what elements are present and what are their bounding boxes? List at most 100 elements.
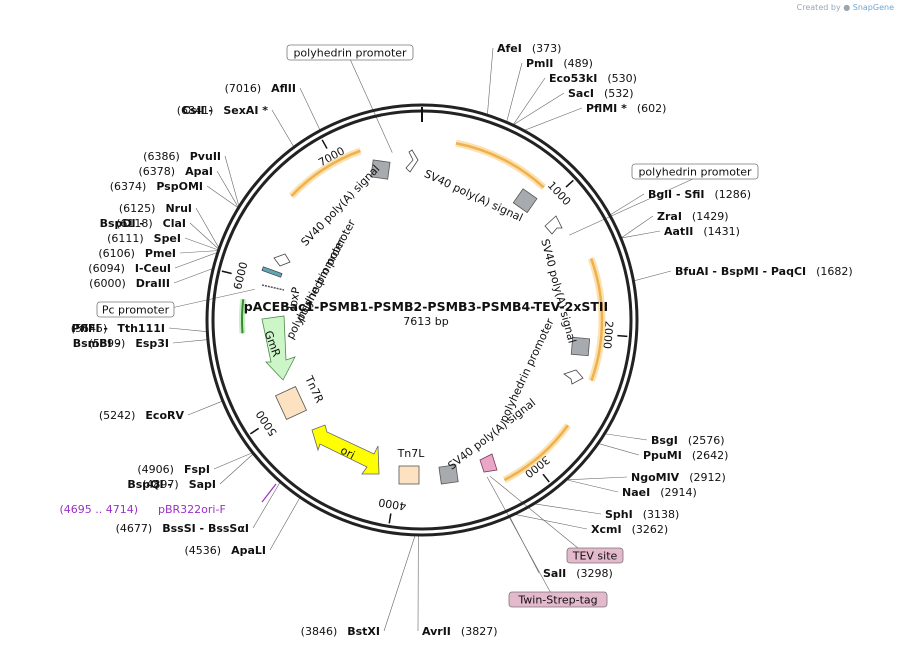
leader-line: [272, 110, 294, 146]
site-position: (6111): [107, 232, 144, 245]
site-position: (6374): [110, 180, 147, 193]
site-position: (3827): [461, 625, 498, 638]
loxp-hatch: [262, 285, 284, 290]
site-ecorv[interactable]: EcoRV(5242): [99, 409, 185, 422]
tick-5000: [250, 428, 258, 434]
callout-text: TEV site: [572, 550, 618, 563]
site-xcmi[interactable]: XcmI (3262): [591, 523, 668, 536]
site-position: (489): [563, 57, 593, 70]
site-position: (6094): [88, 262, 125, 275]
callout-twin-strep-tag[interactable]: Twin-Strep-tag: [509, 592, 607, 607]
promoter-arrow-2: [545, 216, 562, 234]
site-apai[interactable]: ApaI (6378): [139, 165, 213, 178]
site-name: PmeI: [145, 247, 176, 260]
site-pvuii[interactable]: PvuII(6386): [143, 150, 221, 163]
site-nrui[interactable]: NruI(6125): [119, 202, 192, 215]
site-aatii[interactable]: AatII(1431): [664, 225, 740, 238]
site-name: BglI - SfiI: [648, 188, 705, 201]
site-afei[interactable]: AfeI(373): [497, 42, 561, 55]
site-zrai[interactable]: ZraI(1429): [657, 210, 729, 223]
site-pflfi[interactable]: PflFI -: [72, 322, 108, 335]
site-name: Eco53kI: [549, 72, 597, 85]
site-bsgi[interactable]: BsgI(2576): [651, 434, 724, 447]
site-name: BsmBI -: [73, 337, 120, 350]
site-position: (6378): [139, 165, 176, 178]
site-draiii[interactable]: DraIII(6000): [89, 277, 170, 290]
site-i-ceui[interactable]: I-CeuI(6094): [88, 262, 171, 275]
site-name: SacI: [568, 87, 594, 100]
site-position: (373): [532, 42, 562, 55]
snapgene-credit[interactable]: Created by ● SnapGene: [797, 3, 894, 12]
site-csii[interactable]: CsiI -: [182, 104, 213, 117]
promoter-arrow-4: [274, 254, 290, 266]
leader-line: [384, 536, 415, 631]
leader-line: [611, 194, 644, 215]
site-pflmi[interactable]: PflMI *(602): [586, 102, 666, 115]
site-fspi[interactable]: FspI(4906): [137, 463, 210, 476]
site-name: NaeI: [622, 486, 650, 499]
site-name: Tth111I: [117, 322, 165, 335]
site-position: (3138): [643, 508, 680, 521]
tn7l-box: [399, 466, 419, 484]
tick-1000: [566, 180, 573, 187]
site-apali[interactable]: ApaLI(4536): [185, 544, 267, 557]
site-pmli[interactable]: PmlI (489): [526, 57, 593, 70]
site-name: PmlI: [526, 57, 553, 70]
primer-label: (4695 .. 4714) pBR322ori-F: [59, 503, 225, 516]
site-name: CsiI -: [182, 104, 213, 117]
site-sphi[interactable]: SphI (3138): [605, 508, 679, 521]
site-pmei[interactable]: PmeI(6106): [98, 247, 176, 260]
site-name: SexAI *: [223, 104, 268, 117]
site-bfuai-bspmi-paqci[interactable]: BfuAI - BspMI - PaqCI(1682): [675, 265, 853, 278]
leader-line: [513, 78, 545, 124]
restriction-site-labels: AfeI(373) PmlI (489) Eco53kI(530) SacI (532) P…: [71, 42, 853, 638]
site-name: NruI: [165, 202, 192, 215]
tick-2000: [617, 336, 627, 337]
leader-line: [599, 444, 639, 455]
site-ppumi[interactable]: PpuMI(2642): [643, 449, 728, 462]
site-position: (3262): [632, 523, 669, 536]
site-bspdi[interactable]: BspDI -: [100, 217, 144, 230]
site-eco53ki[interactable]: Eco53kI(530): [549, 72, 637, 85]
site-bsssi-bsss-i[interactable]: BssSI - BssSαI(4677): [116, 522, 249, 535]
site-bsmbi[interactable]: BsmBI -: [73, 337, 120, 350]
site-sali[interactable]: SalI(3298): [543, 567, 613, 580]
site-naei[interactable]: NaeI(2914): [622, 486, 697, 499]
site-spei[interactable]: SpeI(6111): [107, 232, 181, 245]
site-name: EcoRV: [145, 409, 184, 422]
site-name: Esp3I: [135, 337, 169, 350]
tick-6000: [222, 271, 232, 273]
site-position: (6000): [89, 277, 126, 290]
site-name: XcmI: [591, 523, 622, 536]
site-saci[interactable]: SacI (532): [568, 87, 634, 100]
callout-text: polyhedrin promoter: [638, 166, 752, 179]
callout-text: polyhedrin promoter: [293, 47, 407, 60]
site-name: AvrII: [422, 625, 451, 638]
site-name: AatII: [664, 225, 693, 238]
site-bspqi[interactable]: BspQI -: [127, 478, 172, 491]
promoter-arrow-1: [406, 150, 418, 172]
site-name: ApaI: [185, 165, 213, 178]
site-position: (532): [604, 87, 634, 100]
site-name: PpuMI: [643, 449, 682, 462]
callout-polyhedrin-promoter-right[interactable]: polyhedrin promoter: [632, 164, 758, 179]
site-name: BstXI: [347, 625, 380, 638]
site-ngomiv[interactable]: NgoMIV(2912): [631, 471, 726, 484]
leader-line: [634, 271, 671, 281]
site-name: SphI: [605, 508, 633, 521]
inner-label-sv40-2: SV40 poly(A) signal: [422, 167, 525, 224]
site-bstxi[interactable]: BstXI(3846): [301, 625, 380, 638]
site-name: ClaI: [163, 217, 186, 230]
callout-tev-site[interactable]: TEV site: [567, 548, 623, 563]
site-name: BsgI: [651, 434, 678, 447]
leader-line: [175, 253, 217, 268]
site-pspomi[interactable]: PspOMI(6374): [110, 180, 203, 193]
leader-line: [525, 108, 582, 130]
site-avrii[interactable]: AvrII (3827): [422, 625, 497, 638]
callout-pc-promoter[interactable]: Pc promoter: [97, 302, 174, 317]
leader-line: [487, 48, 493, 114]
callout-polyhedrin-promoter-top[interactable]: polyhedrin promoter: [287, 45, 413, 60]
leader-line: [535, 504, 601, 514]
site-bgli-sfii[interactable]: BglI - SfiI(1286): [648, 188, 751, 201]
site-aflii[interactable]: AflII(7016): [225, 82, 296, 95]
